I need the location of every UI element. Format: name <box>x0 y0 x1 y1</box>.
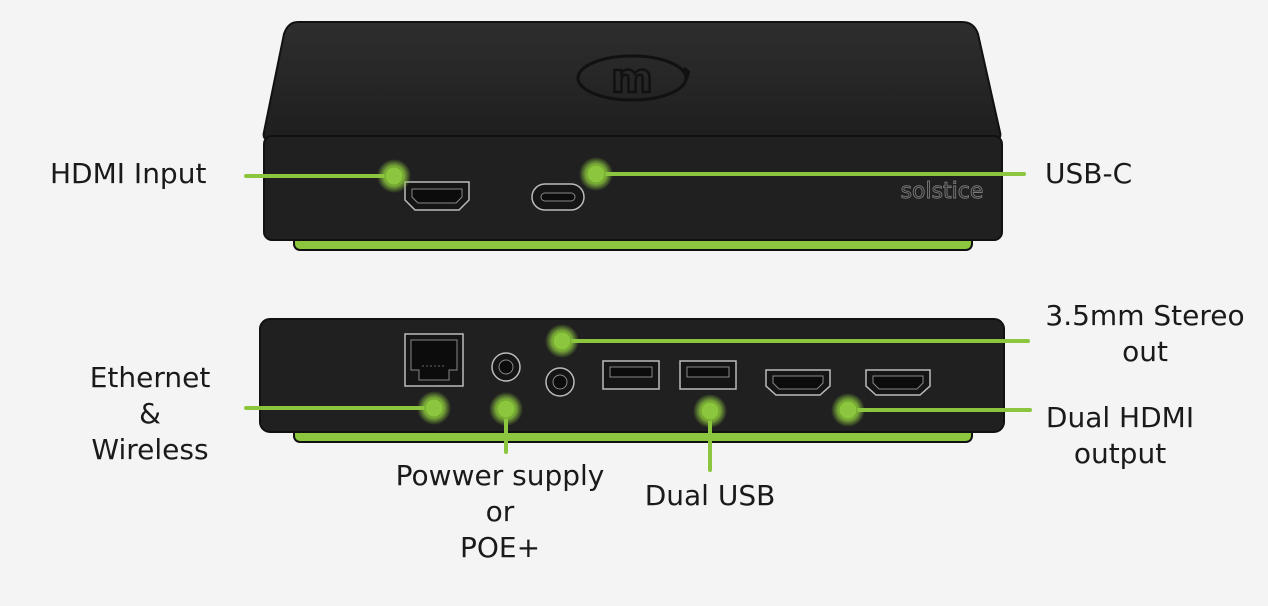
front-device: m solstice <box>262 21 1003 251</box>
callout-dot-dual-usb <box>693 394 727 428</box>
ethernet-port <box>404 333 464 387</box>
audio-jack <box>545 367 575 397</box>
label-stereo-out: 3.5mm Stereo out <box>1045 299 1245 368</box>
brand-text: solstice <box>901 179 984 204</box>
label-dual-usb: Dual USB <box>644 479 776 512</box>
rear-device <box>259 318 1005 443</box>
mersive-logo: m <box>576 54 690 103</box>
callout-dot-stereo <box>545 324 579 358</box>
label-hdmi-input: HDMI Input <box>50 157 207 190</box>
logo-letter: m <box>611 56 653 102</box>
usb-port-2 <box>679 360 737 390</box>
front-device-front-face <box>263 135 1003 241</box>
usb-port-1 <box>602 360 660 390</box>
callout-dot-usb-c <box>579 157 613 191</box>
callout-dot-dual-hdmi <box>831 393 865 427</box>
label-ethernet-wireless: Ethernet & Wireless <box>89 361 211 466</box>
hdmi-output-port-2 <box>865 369 931 396</box>
power-jack <box>491 352 521 382</box>
label-dual-hdmi-output: Dual HDMI output <box>1045 401 1195 470</box>
hdmi-input-port <box>404 181 470 211</box>
callout-dot-power <box>489 392 523 426</box>
hdmi-output-port-1 <box>765 369 831 396</box>
label-usb-c: USB-C <box>1045 157 1133 190</box>
callout-dot-ethernet <box>417 391 451 425</box>
callout-dot-hdmi-input <box>377 159 411 193</box>
label-power-supply: Powwer supply or POE+ <box>395 459 605 564</box>
usb-c-port <box>531 183 585 211</box>
